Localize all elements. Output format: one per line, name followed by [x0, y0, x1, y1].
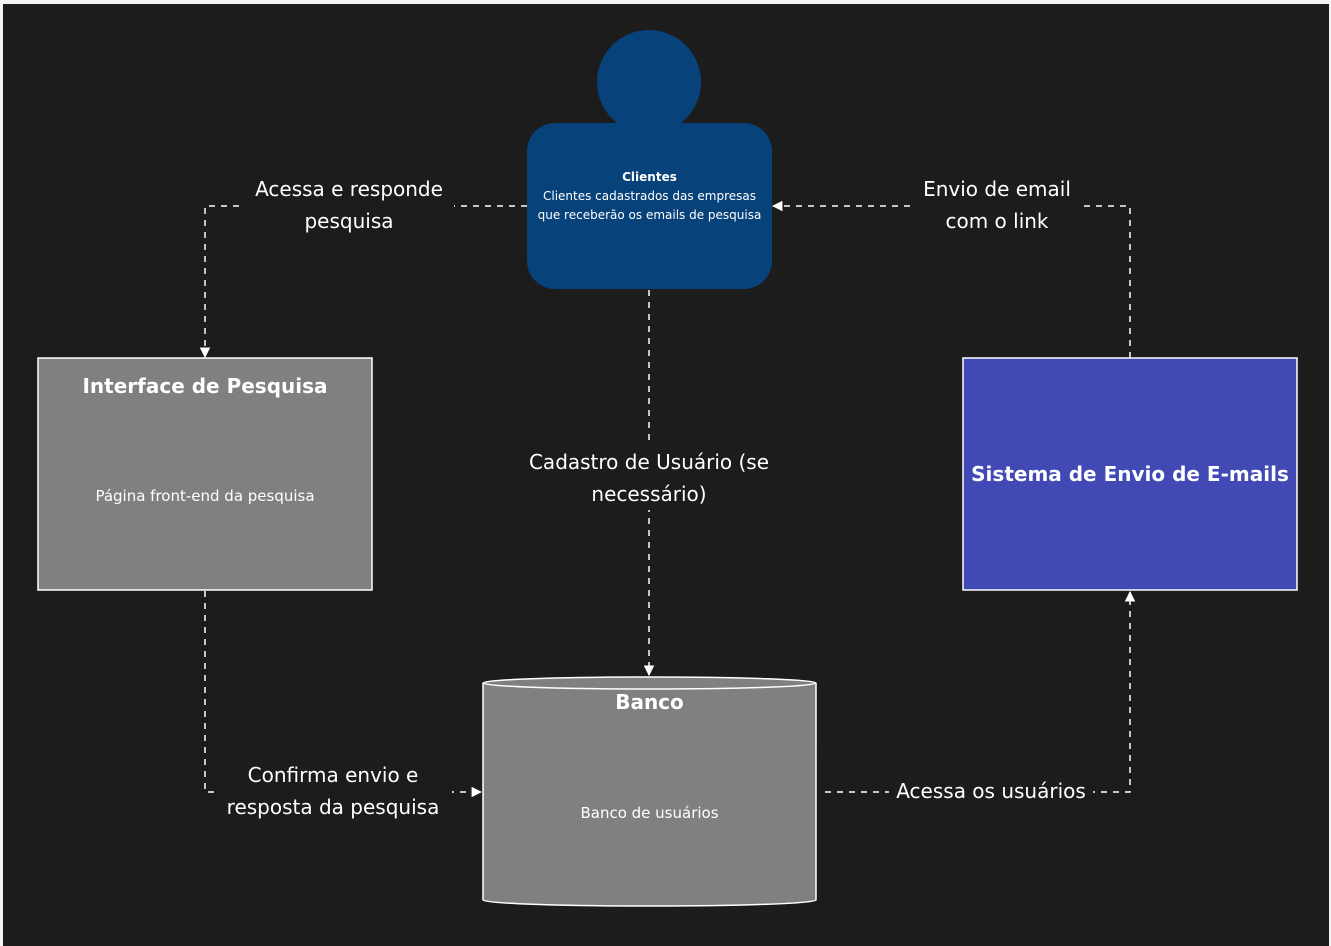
interface-description: Página front-end da pesquisa	[95, 487, 315, 505]
sistema-title: Sistema de Envio de E-mails	[971, 462, 1289, 486]
banco-description: Banco de usuários	[580, 804, 719, 822]
edge-label-acessa-usuarios: Acessa os usuários	[889, 775, 1093, 807]
clientes-title: Clientes	[622, 170, 677, 184]
person-icon[interactable]	[527, 30, 772, 289]
canvas-left-border	[0, 0, 3, 946]
edge-label-acessa-responde: Acessa e responde pesquisa	[244, 173, 454, 237]
clientes-description: Clientes cadastrados das empresas que re…	[537, 189, 762, 222]
edge-envio-email	[771, 200, 1131, 358]
canvas-right-border	[1329, 0, 1331, 946]
banco-title: Banco	[615, 690, 684, 714]
interface-box[interactable]	[37, 357, 373, 591]
canvas-top-border	[0, 0, 1331, 4]
database-cylinder-icon[interactable]	[482, 676, 817, 907]
edge-label-confirma: Confirma envio e resposta da pesquisa	[214, 759, 452, 823]
edge-acessa-responde	[199, 205, 527, 359]
edge-acessa-usuarios	[825, 590, 1136, 793]
interface-title: Interface de Pesquisa	[82, 374, 328, 398]
clientes-node: Clientes Clientes cadastrados das empres…	[530, 168, 769, 225]
edge-label-envio-email: Envio de email com o link	[912, 173, 1082, 237]
edge-label-cadastro: Cadastro de Usuário (se necessário)	[520, 446, 778, 510]
